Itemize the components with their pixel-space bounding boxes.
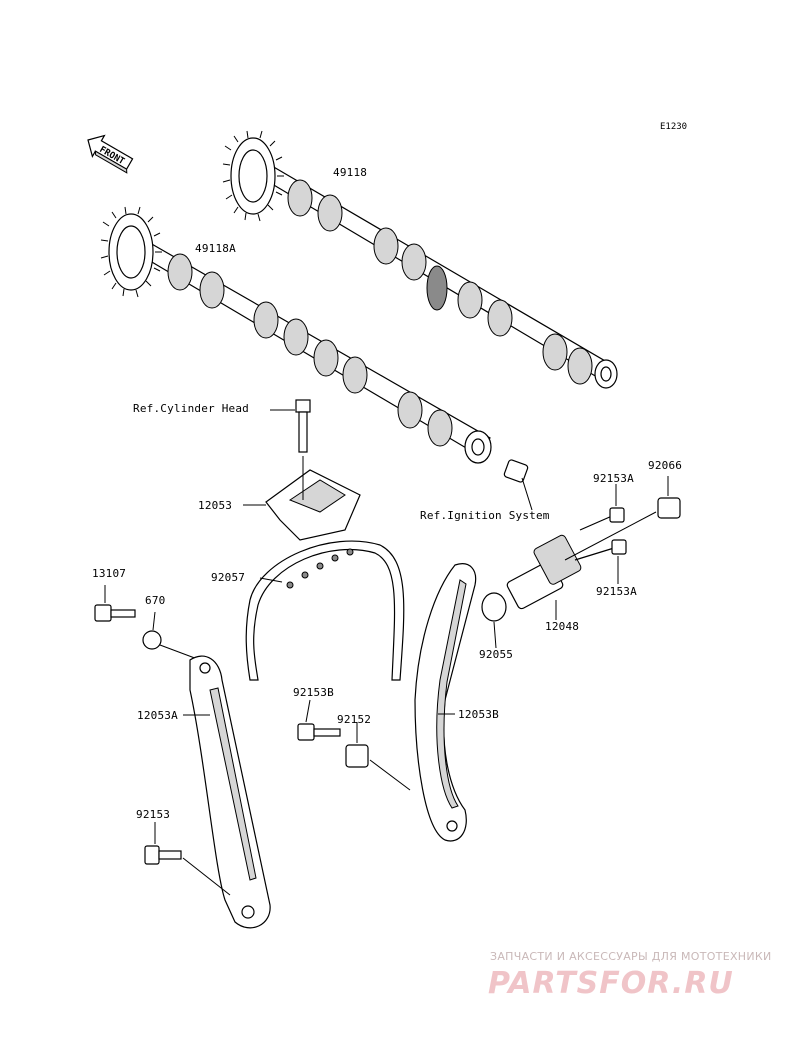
cylinder-head-bolt[interactable] (270, 399, 311, 453)
cam-chain-92057[interactable] (245, 540, 405, 681)
watermark-logo: PARTSFOR.RU (488, 966, 734, 1001)
label-12053: 12053 (198, 499, 233, 512)
label-92055: 92055 (479, 648, 514, 661)
bolt-92153a-top[interactable] (579, 484, 625, 531)
bolt-92153a-bottom[interactable] (574, 539, 627, 584)
label-92153: 92153 (136, 808, 171, 821)
camshaft-49118[interactable] (222, 130, 618, 389)
bolt-92153[interactable] (144, 822, 231, 896)
label-49118a: 49118A (195, 242, 236, 255)
label-92152: 92152 (337, 713, 372, 726)
label-49118: 49118 (333, 166, 368, 179)
o-ring-92055[interactable] (481, 592, 507, 649)
label-92066: 92066 (648, 459, 683, 472)
tensioner-12048[interactable] (506, 534, 582, 620)
bolt-92153b[interactable] (297, 699, 341, 741)
o-ring-670[interactable] (142, 611, 201, 661)
label-92057: 92057 (211, 571, 246, 584)
label-ref-ignition-system: Ref.Ignition System (420, 509, 550, 522)
label-12048: 12048 (545, 620, 580, 633)
label-670: 670 (145, 594, 166, 607)
label-ref-cylinder-head: Ref.Cylinder Head (133, 402, 249, 415)
cap-92066[interactable] (564, 476, 681, 561)
camshaft-49118a[interactable] (100, 206, 492, 464)
bolt-13107[interactable] (94, 585, 136, 622)
ignition-pickup (503, 459, 533, 511)
front-arrow-icon: FRONT (87, 134, 134, 174)
chain-guide-12053[interactable] (243, 456, 361, 541)
watermark-tagline: ЗАПЧАСТИ И АКСЕССУАРЫ ДЛЯ МОТОТЕХНИКИ (490, 950, 772, 963)
label-92153a-top: 92153A (593, 472, 634, 485)
chain-guide-12053a[interactable] (183, 655, 271, 929)
diagram-code: E1230 (660, 122, 688, 132)
label-12053a: 12053A (137, 709, 178, 722)
label-12053b: 12053B (458, 708, 499, 721)
label-92153a-bottom: 92153A (596, 585, 637, 598)
label-92153b: 92153B (293, 686, 334, 699)
chain-guide-12053b[interactable] (414, 563, 477, 842)
collar-92152[interactable] (345, 722, 411, 791)
label-13107: 13107 (92, 567, 127, 580)
